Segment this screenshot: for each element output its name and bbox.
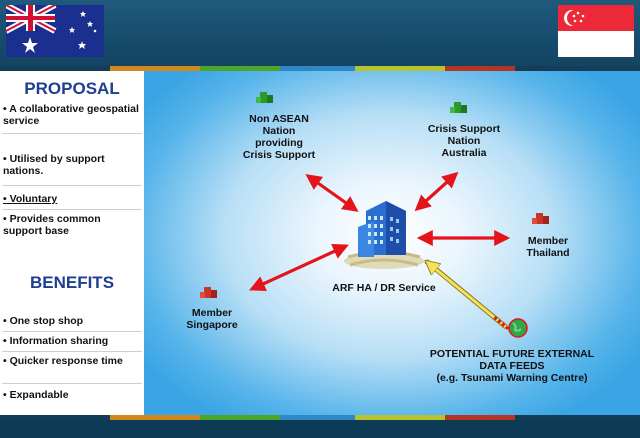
singapore-building-icon	[200, 287, 217, 298]
australia-building-icon	[450, 102, 467, 113]
australia-flag-icon	[6, 5, 104, 57]
divider	[2, 133, 142, 134]
divider	[2, 351, 142, 352]
arrow-australia	[414, 171, 459, 212]
bottom-color-stripe	[0, 415, 640, 420]
benefits-title: BENEFITS	[29, 273, 115, 292]
arrow-non-asean	[305, 174, 359, 212]
proposal-item: • Utilised by support nations.	[3, 153, 105, 177]
node-thailand-label: Member Thailand	[526, 235, 570, 259]
left-text-panel: PROPOSAL • A collaborative geospatial se…	[0, 71, 144, 415]
node-non-asean-label: Non ASEAN Nation providing Crisis Suppor…	[242, 113, 316, 161]
divider	[2, 209, 142, 210]
proposal-item: • Voluntary	[3, 193, 58, 205]
service-building-icon	[344, 201, 424, 269]
diagram-area: Non ASEAN Nation providing Crisis Suppor…	[144, 71, 640, 415]
node-singapore-label: Member Singapore	[186, 307, 238, 331]
node-australia-label: Crisis Support Nation Australia	[427, 123, 501, 159]
top-color-stripe	[0, 66, 640, 71]
benefit-item: • Information sharing	[3, 335, 109, 347]
benefit-item: • Quicker response time	[3, 355, 123, 367]
non-asean-building-icon	[256, 92, 273, 103]
proposal-item: • Provides common support base	[3, 213, 101, 237]
node-future-feeds-label: POTENTIAL FUTURE EXTERNAL DATA FEEDS (e.…	[429, 348, 595, 384]
header-bar	[0, 0, 640, 70]
thailand-building-icon	[532, 213, 549, 224]
globe-icon	[508, 318, 528, 338]
center-service-label: ARF HA / DR Service	[332, 282, 436, 294]
singapore-flag-icon	[558, 5, 634, 57]
benefit-item: • Expandable	[3, 389, 69, 401]
benefit-item: • One stop shop	[3, 315, 84, 327]
divider	[2, 185, 142, 186]
proposal-title: PROPOSAL	[24, 79, 120, 98]
arrow-singapore	[249, 244, 349, 291]
footer-bar	[0, 420, 640, 438]
divider	[2, 331, 142, 332]
divider	[2, 383, 142, 384]
proposal-item: • A collaborative geospatial service	[3, 103, 139, 127]
